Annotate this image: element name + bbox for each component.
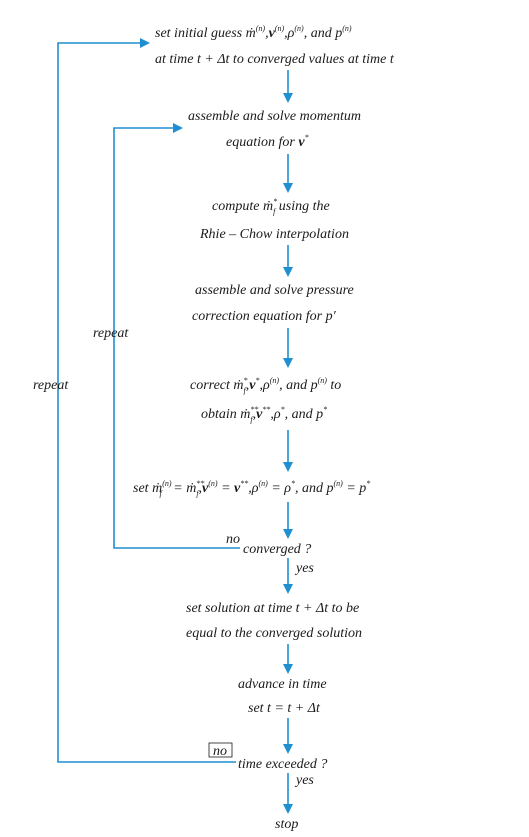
step-set-values: set ṁ(n)f = ṁ**f,v(n) = v**,ρ(n) = ρ*, a… xyxy=(133,479,370,498)
svg-text:set ṁ(n)f = ṁ**f,v(n) = v**,ρ(: set ṁ(n)f = ṁ**f,v(n) = v**,ρ(n) = ρ*, a… xyxy=(133,479,370,498)
step-initial-guess: set initial guess ṁ(n),v(n),ρ(n), and p(… xyxy=(155,24,395,67)
svg-text:correction equation for p′: correction equation for p′ xyxy=(192,309,337,324)
svg-text:correct ṁ*f,v*,ρ(n), and p(n): correct ṁ*f,v*,ρ(n), and p(n) to xyxy=(190,376,341,395)
step-pressure-correction: assemble and solve pressure correction e… xyxy=(192,283,354,324)
no-label-converged: no xyxy=(226,532,240,547)
decision-converged: converged ? xyxy=(243,542,311,557)
svg-text:assemble and solve momentum: assemble and solve momentum xyxy=(188,109,361,124)
svg-text:compute ṁ*f using the: compute ṁ*f using the xyxy=(212,197,330,216)
svg-text:Rhie – Chow interpolation: Rhie – Chow interpolation xyxy=(199,227,349,242)
no-label-time: no xyxy=(213,744,227,759)
step-stop: stop xyxy=(275,817,298,832)
step-set-solution: set solution at time t + Δt to be equal … xyxy=(186,601,362,641)
svg-text:equation for v*: equation for v* xyxy=(226,133,309,150)
repeat-outer-label: repeat xyxy=(33,378,69,393)
step-correct: correct ṁ*f,v*,ρ(n), and p(n) to obtain … xyxy=(190,376,341,424)
inner-loop: repeat no xyxy=(93,123,240,549)
svg-text:set t = t + Δt: set t = t + Δt xyxy=(248,701,321,716)
svg-text:set initial guess ṁ(n),v(n),ρ(: set initial guess ṁ(n),v(n),ρ(n), and p(… xyxy=(155,24,352,41)
svg-text:equal to the converged solutio: equal to the converged solution xyxy=(186,626,362,641)
svg-text:at time t + Δt to converged va: at time t + Δt to converged values at ti… xyxy=(155,52,395,67)
svg-text:obtain ṁ**f,v**,ρ*, and p*: obtain ṁ**f,v**,ρ*, and p* xyxy=(201,405,327,424)
svg-text:set solution at time t + Δt to: set solution at time t + Δt to be xyxy=(186,601,359,616)
step-momentum: assemble and solve momentum equation for… xyxy=(188,109,361,150)
yes-label-converged: yes xyxy=(294,561,314,576)
step-advance-time: advance in time set t = t + Δt xyxy=(238,677,327,716)
svg-text:advance in time: advance in time xyxy=(238,677,327,692)
repeat-inner-label: repeat xyxy=(93,326,129,341)
outer-loop: repeat no xyxy=(33,38,236,763)
step-rhie-chow: compute ṁ*f using the Rhie – Chow interp… xyxy=(199,197,349,242)
svg-text:assemble and solve pressure: assemble and solve pressure xyxy=(195,283,354,298)
no-label-box xyxy=(208,742,233,758)
yes-label-time: yes xyxy=(294,773,314,788)
decision-time-exceeded: time exceeded ? xyxy=(238,757,327,772)
